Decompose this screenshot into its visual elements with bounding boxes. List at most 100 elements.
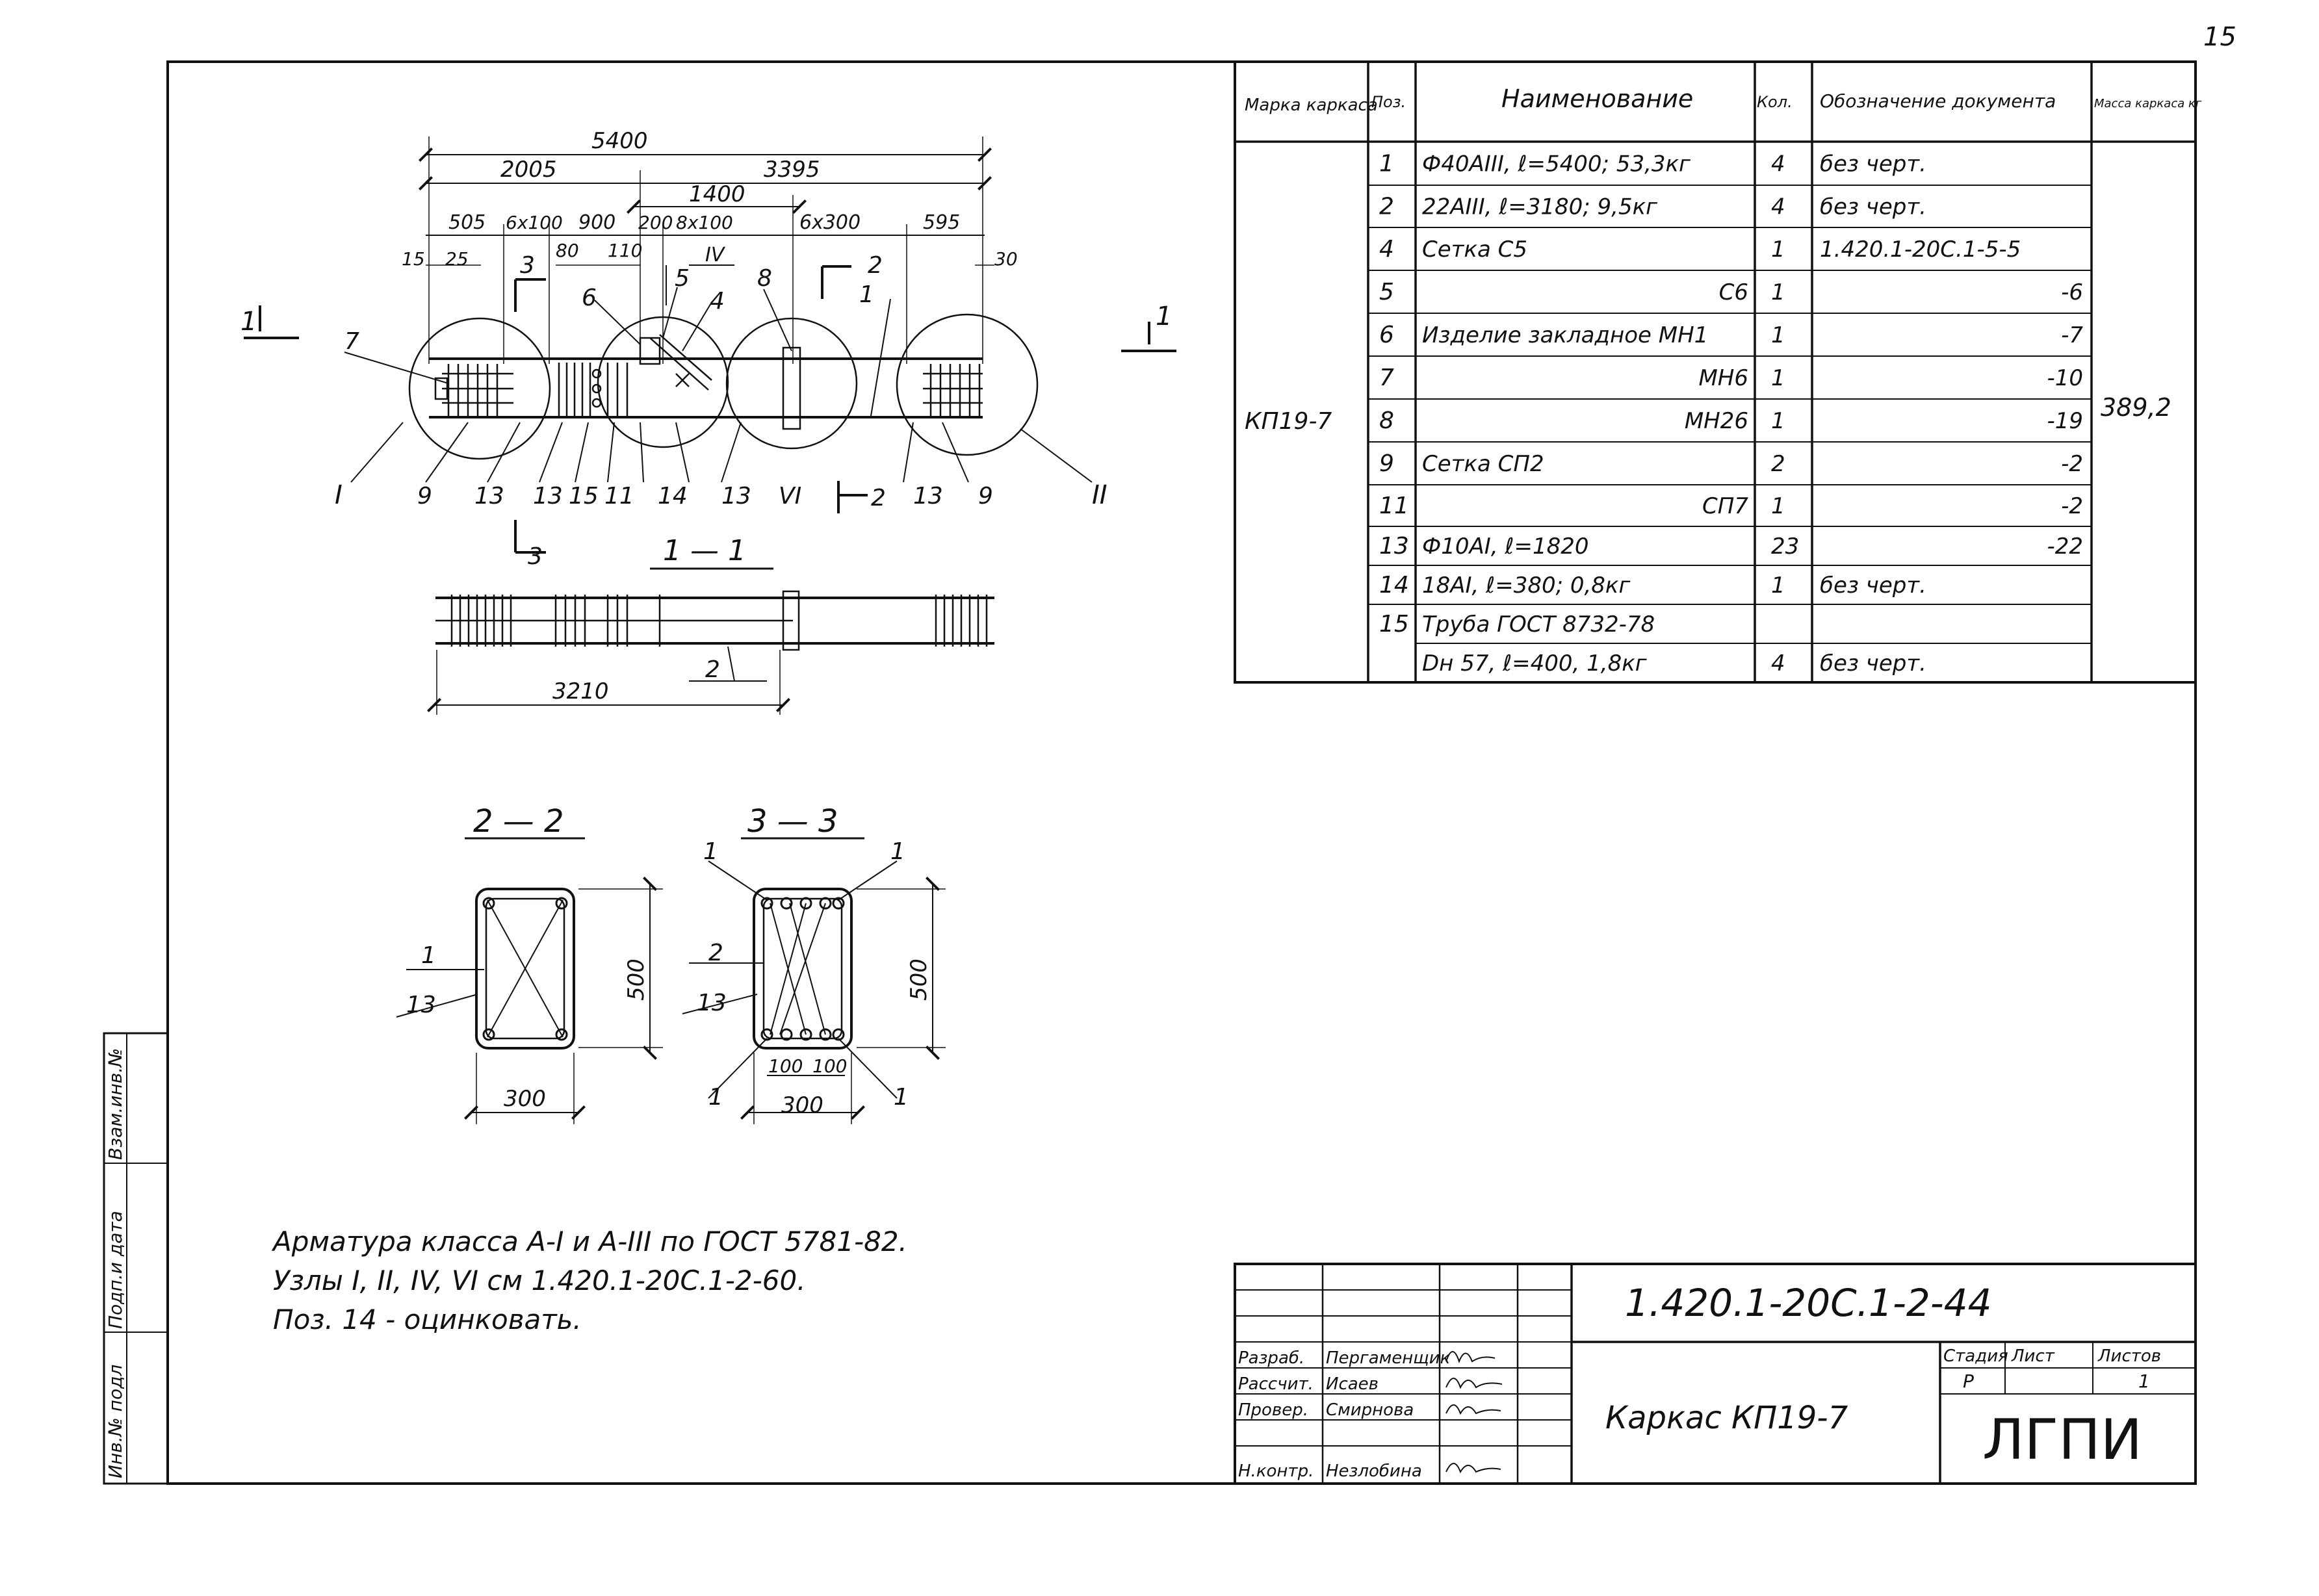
embedded-item-mn1 (639, 334, 712, 391)
section-2-2-callout-1: 1 (421, 942, 436, 969)
spec-row-10-col-3: без черт. (1820, 573, 1926, 598)
dim-overall-5400: 5400 (591, 128, 648, 154)
stirrups-left (558, 363, 628, 416)
spec-row-0-col-2: 4 (1771, 151, 1785, 177)
spec-row-11-col-0: 15 (1379, 611, 1409, 637)
spec-row-2-col-1: Сетка С5 (1422, 237, 1527, 263)
section-3-3-spacing-100b: 100 (812, 1055, 847, 1077)
organization: ЛГПИ (1982, 1408, 2142, 1473)
spec-row-9-col-1: Ф10АI, ℓ=1820 (1422, 534, 1589, 560)
spec-row-2-col-0: 4 (1379, 236, 1394, 263)
spec-row-7-col-1: Сетка СП2 (1422, 451, 1544, 477)
spec-row-12-col-1: Dн 57, ℓ=400, 1,8кг (1422, 650, 1648, 676)
role-name-3: Незлобина (1326, 1461, 1422, 1481)
side-label-inv-podl: Инв.№ подл (105, 1365, 126, 1478)
plate-mn26 (782, 346, 801, 430)
role-name-0: Пергаменщик (1326, 1348, 1451, 1368)
callout-top-2: 2 (868, 252, 883, 279)
section-3-3-callout-13: 13 (697, 990, 727, 1016)
section-mark-right-1: 1 (1156, 302, 1172, 331)
spec-row-8-col-3: -2 (2061, 493, 2083, 519)
spec-row-7-col-2: 2 (1771, 451, 1785, 477)
note-line-2: Узлы I, II, IV, VI см 1.420.1-20С.1-2-60… (273, 1265, 806, 1296)
dim-3395: 3395 (764, 157, 820, 183)
general-notes: Арматура класса А-I и А-III по ГОСТ 5781… (271, 1226, 907, 1335)
callout-top-4: 4 (710, 288, 725, 315)
spec-row-4-col-2: 1 (1771, 322, 1785, 348)
section-mark-left-1: 1 (240, 307, 257, 337)
section-3-3-height-500: 500 (906, 959, 932, 1001)
dim-80: 80 (556, 240, 579, 261)
section-3-3-callout-1-tr: 1 (890, 838, 905, 865)
role-label-2: Провер. (1238, 1400, 1308, 1420)
callout-top-3: 3 (520, 252, 535, 279)
spec-row-6-col-0: 8 (1379, 407, 1394, 434)
dim-505: 505 (448, 211, 486, 234)
section-3-3-title: 3 — 3 (747, 803, 838, 840)
callout-bottom-9a: 9 (417, 483, 432, 509)
dim-8x100: 8x100 (676, 212, 733, 233)
dim-25: 25 (445, 248, 469, 270)
drawing-title: Каркас КП19-7 (1605, 1400, 1848, 1436)
callout-bottom-13c: 13 (721, 483, 751, 509)
spec-row-1-col-0: 2 (1379, 194, 1394, 220)
dim-110: 110 (608, 240, 642, 261)
spec-row-0-col-0: 1 (1379, 151, 1394, 177)
callout-bottom-2: 2 (871, 485, 886, 511)
spec-mass-value: 389,2 (2101, 393, 2171, 422)
signatures (1445, 1351, 1503, 1474)
spec-row-3-col-2: 1 (1771, 279, 1785, 305)
section-1-1-title: 1 — 1 (663, 534, 746, 567)
elevation-dimension-labels: 5400 2005 3395 1400 505 6x100 900 200 8x… (402, 128, 1018, 270)
spec-row-2-col-2: 1 (1771, 237, 1785, 263)
role-name-1: Исаев (1326, 1374, 1379, 1394)
role-name-2: Смирнова (1326, 1400, 1414, 1420)
spec-row-12-col-2: 4 (1771, 650, 1785, 676)
spec-table-headers: Марка каркаса Поз. Наименование Кол. Обо… (1245, 84, 2202, 115)
spec-row-7-col-3: -2 (2061, 451, 2083, 477)
spec-row-5-col-1: МН6 (1698, 365, 1748, 391)
spec-row-8-col-1: СП7 (1702, 493, 1748, 519)
spec-row-6-col-3: -19 (2047, 408, 2083, 434)
role-label-3: Н.контр. (1238, 1461, 1314, 1481)
spec-row-5-col-2: 1 (1771, 365, 1785, 391)
dim-6x100a: 6x100 (506, 212, 563, 233)
callout-bottom-VI: VI (779, 483, 801, 509)
callout-top-1: 1 (859, 281, 874, 308)
spec-row-4-col-0: 6 (1379, 322, 1394, 348)
sheet-frame (166, 60, 2197, 1485)
sheet-number: 15 (2203, 22, 2236, 52)
detail-circle-IV (597, 316, 729, 448)
detail-circle-I (408, 317, 551, 460)
spec-mark-value: КП19-7 (1245, 408, 1332, 435)
spec-header-qty: Кол. (1757, 93, 1793, 111)
title-block-roles: Разраб. Пергаменщик Рассчит. Исаев Прове… (1238, 1348, 1451, 1481)
spec-row-10-col-1: 18АI, ℓ=380; 0,8кг (1422, 573, 1631, 598)
section-1-1-view (427, 567, 994, 715)
section-3-3-view (682, 837, 946, 1124)
section-cut-marks (244, 265, 1176, 554)
note-line-1: Арматура класса А-I и А-III по ГОСТ 5781… (271, 1226, 907, 1257)
spec-row-9-col-2: 23 (1771, 534, 1799, 560)
callout-bottom-II: II (1092, 480, 1108, 510)
stage-label: Стадия (1943, 1346, 2008, 1366)
callout-bottom-15: 15 (569, 483, 599, 509)
spec-row-11-col-1: Труба ГОСТ 8732-78 (1422, 611, 1655, 637)
spec-row-1-col-1: 22АIII, ℓ=3180; 9,5кг (1422, 194, 1658, 220)
role-label-0: Разраб. (1238, 1348, 1304, 1368)
spec-row-0-col-3: без черт. (1820, 151, 1926, 177)
spec-row-1-col-2: 4 (1771, 194, 1785, 220)
doc-code: 1.420.1-20С.1-2-44 (1625, 1281, 1992, 1325)
stage-value: Р (1963, 1371, 1974, 1392)
spec-row-8-col-0: 11 (1379, 493, 1409, 519)
spec-row-4-col-1: Изделие закладное МН1 (1422, 322, 1708, 348)
callout-bottom-13b: 13 (533, 483, 563, 509)
spec-row-8-col-2: 1 (1771, 493, 1785, 519)
role-label-1: Рассчит. (1238, 1374, 1314, 1394)
section-2-2-title: 2 — 2 (473, 803, 564, 840)
section-1-1-callout-2: 2 (705, 656, 720, 683)
section-3-3-callout-2: 2 (708, 940, 723, 966)
spec-row-4-col-3: -7 (2061, 322, 2083, 348)
spec-row-3-col-1: С6 (1719, 279, 1748, 305)
